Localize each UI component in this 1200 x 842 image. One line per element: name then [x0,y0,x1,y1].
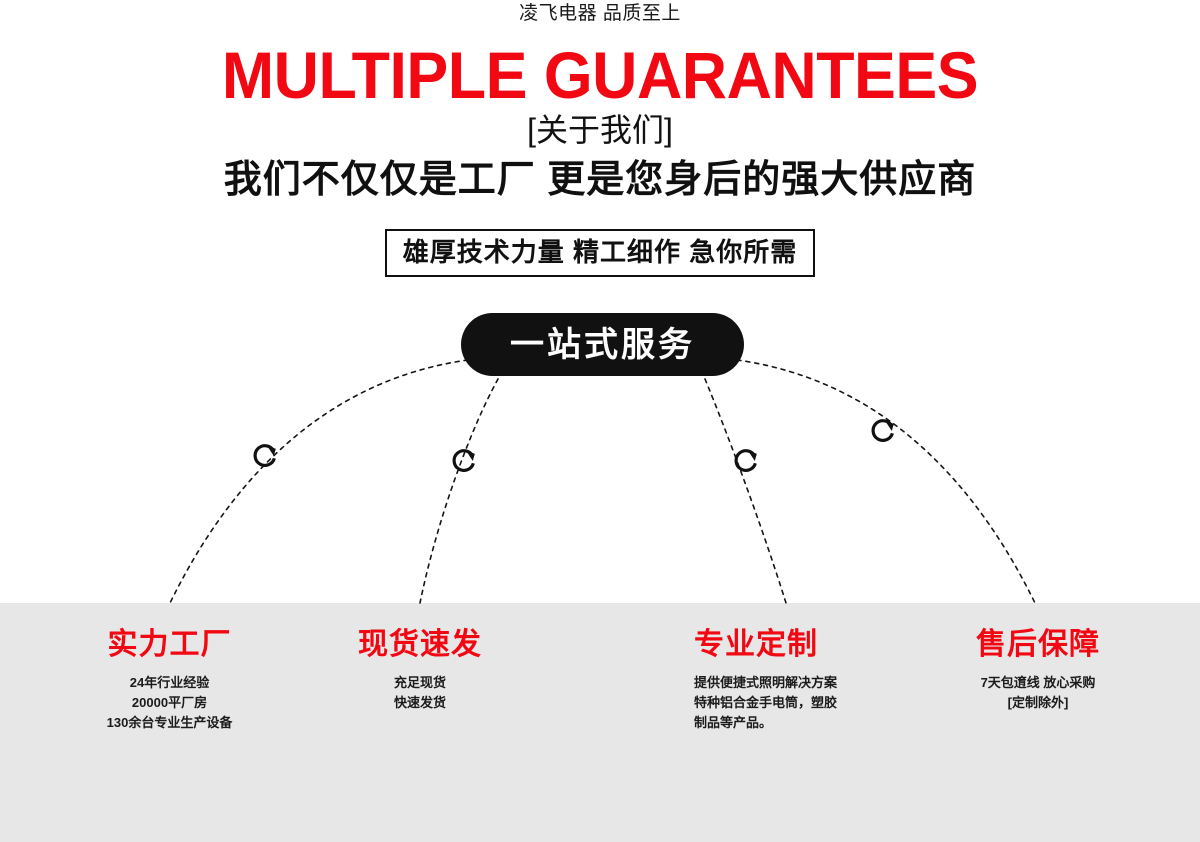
boxed-slogan: 雄厚技术力量 精工细作 急你所需 [384,229,816,277]
connector-curve-4 [736,359,1036,604]
rotate-refresh-icon [871,419,894,442]
page-title: MULTIPLE GUARANTEES [221,38,979,112]
feature-title: 专业定制 [694,628,818,661]
feature-body: 7天包逳线 放心采购 [定制除外] [980,675,1096,710]
feature-title: 售后保障 [976,628,1100,661]
boxed-slogan-container: 雄厚技术力量 精工细作 急你所需 [0,229,1200,277]
feature-body: 充足现货 快速发货 [393,675,446,710]
rotate-refresh-icon [734,449,757,472]
feature-body: 24年行业经验 20000平厂房 130余台专业生产设备 [106,675,233,730]
feature-column-3: 专业定制 提供便捷式照明解决方案 特种铝合金手电筒，塑胶 制品等产品。 [694,626,879,733]
one-stop-service-label: 一站式服务 [510,325,695,364]
feature-band-background [0,603,1200,842]
feature-column-2: 现货速发 充足现货 快速发货 [330,626,510,713]
feature-column-4: 售后保障 7天包逳线 放心采购 [定制除外] [948,626,1128,713]
brand-line: 凌飞电器 品质至上 [519,3,681,24]
tagline: 我们不仅仅是工厂 更是您身后的强大供应商 [223,159,977,201]
one-stop-service-badge: 一站式服务 [461,313,744,376]
connector-curve-2 [419,378,499,604]
feature-title: 实力工厂 [107,628,232,661]
connector-curve-1 [169,359,469,604]
feature-column-1: 实力工厂 24年行业经验 20000平厂房 130余台专业生产设备 [72,626,267,733]
section-subtitle: [关于我们] [527,112,673,148]
connector-curve-3 [704,378,787,604]
feature-body: 提供便捷式照明解决方案 特种铝合金手电筒，塑胶 制品等产品。 [694,675,838,730]
rotate-refresh-icon [452,449,475,472]
feature-title: 现货速发 [358,628,482,661]
rotate-refresh-icon [253,444,276,467]
